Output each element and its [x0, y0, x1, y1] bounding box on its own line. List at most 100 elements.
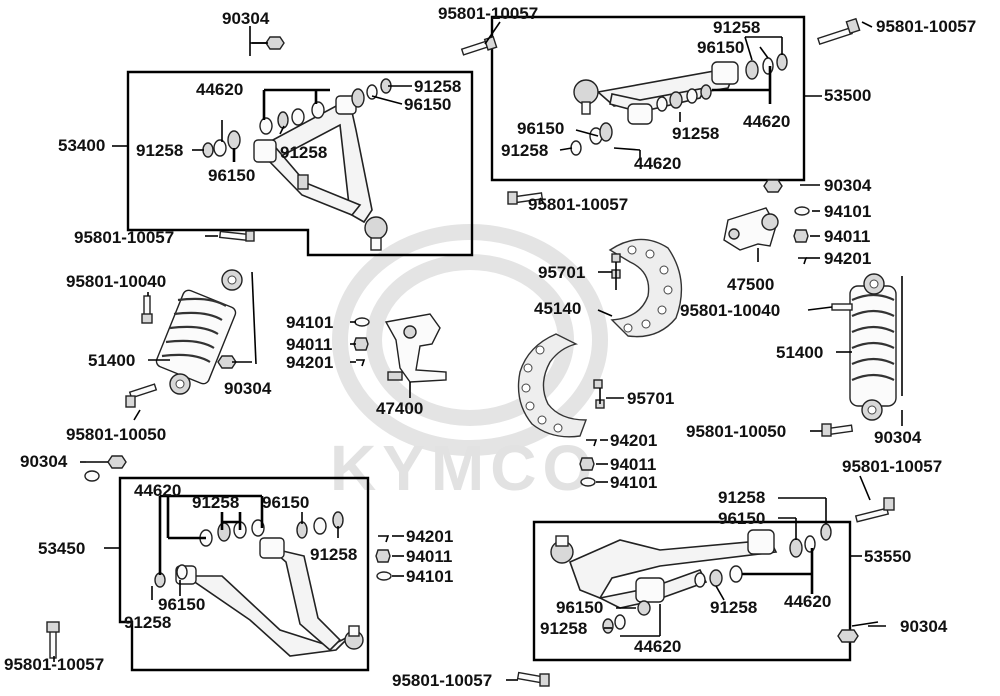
label-94201: 94201	[286, 353, 333, 372]
label-95801-10057: 95801-10057	[876, 17, 976, 36]
brake-disc-lower	[517, 333, 588, 438]
disc-bolts	[593, 253, 621, 409]
lower-left-a-arm	[175, 537, 364, 657]
label-94011: 94011	[286, 335, 332, 354]
hardware-lower-left	[375, 535, 392, 581]
label-94201: 94201	[406, 527, 453, 546]
label-95801-10057: 95801-10057	[842, 457, 942, 476]
label-91258: 91258	[718, 488, 765, 507]
label-44620: 44620	[634, 154, 681, 173]
group-box-53500	[490, 15, 806, 182]
hardware-mid-left	[353, 317, 370, 367]
hardware-right	[763, 179, 810, 265]
label-91258: 91258	[713, 18, 760, 37]
label-90304: 90304	[824, 176, 872, 195]
label-53450: 53450	[38, 539, 85, 558]
group-box-53400	[126, 70, 474, 257]
bolt-upper-right	[817, 17, 861, 45]
label-47500: 47500	[727, 275, 774, 294]
upper-right-a-arm	[573, 61, 739, 125]
label-95801-10057: 95801-10057	[392, 671, 492, 690]
upper-right-bushings	[570, 53, 788, 156]
bolt-bottom	[516, 671, 550, 687]
label-96150: 96150	[556, 598, 603, 617]
label-94011: 94011	[610, 455, 656, 474]
part-labels: 90304 95801-10057 95801-10057 91258 9615…	[4, 4, 976, 690]
right-shock-absorber	[821, 273, 903, 437]
label-96150: 96150	[158, 595, 205, 614]
label-95701: 95701	[538, 263, 585, 282]
upper-left-bushings	[202, 78, 392, 158]
label-45140: 45140	[534, 299, 581, 318]
label-95801-10050: 95801-10050	[66, 425, 166, 444]
bolt-upper-mid	[460, 35, 498, 56]
label-96150: 96150	[404, 95, 451, 114]
label-44620: 44620	[134, 481, 181, 500]
hardware-center	[579, 439, 598, 487]
label-51400: 51400	[88, 351, 135, 370]
label-91258: 91258	[540, 619, 587, 638]
label-44620: 44620	[784, 592, 831, 611]
label-91258: 91258	[710, 598, 757, 617]
hardware-left-misc	[84, 355, 237, 482]
label-53400: 53400	[58, 136, 105, 155]
label-90304: 90304	[224, 379, 272, 398]
label-94101: 94101	[610, 473, 657, 492]
label-95701: 95701	[627, 389, 674, 408]
upper-left-a-arm	[253, 95, 388, 251]
label-91258: 91258	[136, 141, 183, 160]
bolt-left-mid	[218, 230, 255, 242]
group-box-53450	[118, 476, 370, 672]
label-94201: 94201	[610, 431, 657, 450]
lower-right-a-arm	[550, 529, 778, 609]
bolt-lower-left	[46, 621, 60, 659]
label-94101: 94101	[406, 567, 453, 586]
label-90304: 90304	[20, 452, 68, 471]
label-95801-10040: 95801-10040	[680, 301, 780, 320]
label-96150: 96150	[517, 119, 564, 138]
label-90304: 90304	[900, 617, 948, 636]
label-95801-10057: 95801-10057	[438, 4, 538, 23]
label-44620: 44620	[634, 637, 681, 656]
label-94011: 94011	[406, 547, 452, 566]
label-91258: 91258	[310, 545, 357, 564]
watermark-text: KYMCO	[330, 432, 598, 504]
label-44620: 44620	[743, 112, 790, 131]
label-94101: 94101	[824, 202, 871, 221]
label-53550: 53550	[864, 547, 911, 566]
label-96150: 96150	[208, 166, 255, 185]
label-94201: 94201	[824, 249, 871, 268]
label-91258: 91258	[672, 124, 719, 143]
label-94101: 94101	[286, 313, 333, 332]
bolt-lower-right	[837, 497, 895, 643]
label-96150: 96150	[262, 493, 309, 512]
label-91258: 91258	[192, 493, 239, 512]
label-44620: 44620	[196, 80, 243, 99]
label-96150: 96150	[718, 509, 765, 528]
left-shock-absorber	[125, 269, 257, 408]
label-90304: 90304	[222, 9, 270, 28]
label-47400: 47400	[376, 399, 423, 418]
label-96150: 96150	[697, 38, 744, 57]
label-91258: 91258	[414, 77, 461, 96]
watermark: KYMCO	[330, 224, 608, 504]
leader-lines	[53, 21, 903, 681]
bolt-mid	[507, 191, 544, 205]
label-95801-10057: 95801-10057	[74, 228, 174, 247]
label-95801-10050: 95801-10050	[686, 422, 786, 441]
label-95801-10040: 95801-10040	[66, 272, 166, 291]
label-95801-10057: 95801-10057	[4, 655, 104, 674]
group-box-53550	[532, 520, 852, 662]
label-90304: 90304	[874, 428, 922, 447]
label-51400: 51400	[776, 343, 823, 362]
label-91258: 91258	[124, 613, 171, 632]
steering-knuckle-47500	[723, 207, 779, 251]
label-91258: 91258	[280, 143, 327, 162]
brake-disc-upper	[608, 238, 683, 338]
label-91258: 91258	[501, 141, 548, 160]
label-53500: 53500	[824, 86, 871, 105]
label-94011: 94011	[824, 227, 870, 246]
label-95801-10057: 95801-10057	[528, 195, 628, 214]
steering-knuckle-47400	[384, 313, 447, 383]
